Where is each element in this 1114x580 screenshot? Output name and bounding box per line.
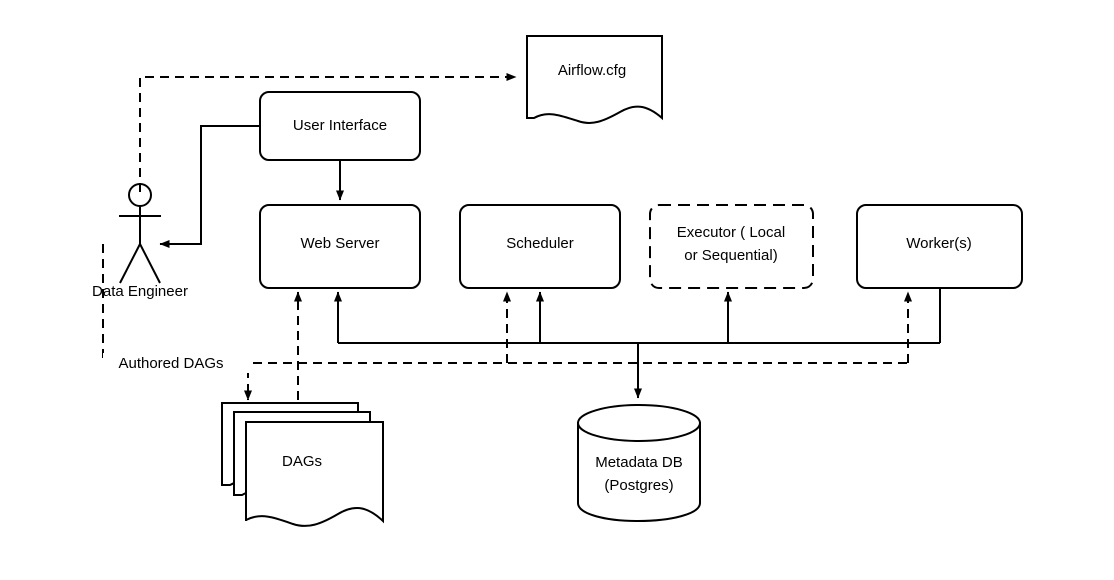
executor-label-line2: or Sequential) <box>684 247 777 264</box>
user-interface-label: User Interface <box>293 117 387 134</box>
metadata-db-cylinder-body <box>577 422 701 523</box>
worker-box <box>856 204 1023 289</box>
node-data-engineer[interactable]: Data Engineer <box>92 183 188 300</box>
dags-label: DAGs <box>282 453 322 470</box>
node-web-server[interactable]: Web Server <box>259 204 421 289</box>
web-server-label: Web Server <box>301 235 380 252</box>
metadata-db-label-line1: Metadata DB <box>595 454 683 471</box>
user-interface-box <box>259 91 421 161</box>
dags-sheet-front <box>244 421 384 527</box>
node-executor[interactable]: Executor ( Local or Sequential) <box>649 204 814 289</box>
node-worker[interactable]: Worker(s) <box>856 204 1023 289</box>
data-engineer-label: Data Engineer <box>92 283 188 300</box>
authored-dags-label-bg <box>103 353 251 373</box>
node-scheduler[interactable]: Scheduler <box>459 204 621 289</box>
node-dags[interactable]: DAGs <box>220 402 384 527</box>
scheduler-box <box>459 204 621 289</box>
scheduler-label: Scheduler <box>506 235 574 252</box>
edge-ui-to-engineer <box>159 125 260 248</box>
worker-label: Worker(s) <box>906 235 972 252</box>
metadata-db-label-line2: (Postgres) <box>604 477 673 494</box>
airflow-cfg-document-shape <box>525 35 663 124</box>
executor-label-line1: Executor ( Local <box>677 224 785 241</box>
edge-label-authored-dags: Authored DAGs <box>103 353 251 373</box>
executor-box <box>649 204 814 289</box>
airflow-cfg-label: Airflow.cfg <box>558 62 626 79</box>
data-engineer-legs <box>119 243 161 284</box>
node-user-interface[interactable]: User Interface <box>259 91 421 161</box>
node-airflow-cfg[interactable]: Airflow.cfg <box>525 35 663 124</box>
metadata-db-cylinder-top <box>577 404 701 442</box>
edge-engineer-to-airflowcfg <box>139 73 517 192</box>
authored-dags-label: Authored DAGs <box>118 355 223 372</box>
node-metadata-db[interactable]: Metadata DB (Postgres) <box>577 404 701 523</box>
edge-engineer-to-dags <box>102 244 252 401</box>
web-server-box <box>259 204 421 289</box>
